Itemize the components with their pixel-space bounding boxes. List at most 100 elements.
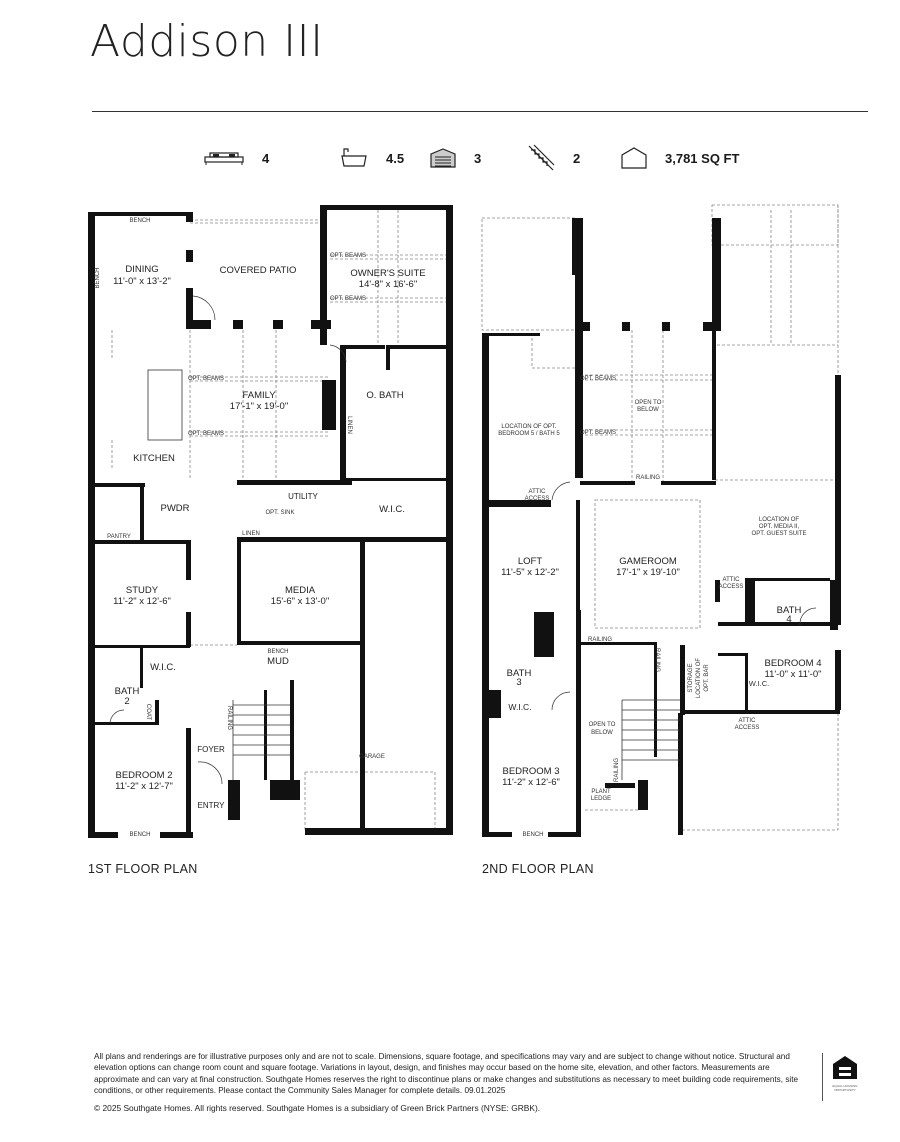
opt-beams-label: OPT. BEAMS <box>188 431 224 437</box>
opt-bedroom-5-line2: BEDROOM 5 / BATH 5 <box>498 431 560 437</box>
garage-value: 3 <box>474 150 482 166</box>
room-utility: UTILITY <box>288 492 318 501</box>
copyright: © 2025 Southgate Homes. All rights reser… <box>94 1103 541 1113</box>
opt-bedroom-5-line1: LOCATION OF OPT. <box>501 424 557 430</box>
room-gameroom-size: 17'-1" x 19'-10" <box>616 567 680 578</box>
storage-label: OPT. BAR <box>704 664 710 692</box>
open-to-below-line2: BELOW <box>637 407 659 413</box>
first-floor-label: 1ST FLOOR PLAN <box>88 862 198 876</box>
room-pantry: PANTRY <box>107 534 131 540</box>
railing-label: RAILING <box>636 475 660 481</box>
room-wic-3: W.I.C. <box>508 702 531 712</box>
room-powder: PWDR <box>160 503 189 514</box>
room-gameroom: GAMEROOM <box>619 556 677 567</box>
railing-label: RAILING <box>654 648 660 672</box>
opt-beams-label: OPT. BEAMS <box>330 296 366 302</box>
room-media-size: 15'-6" x 13'-0" <box>271 596 329 607</box>
stairs-icon <box>528 144 555 171</box>
room-bath-3-num: 3 <box>516 677 521 688</box>
opt-media-2-line2: OPT. MEDIA II, <box>759 524 800 530</box>
room-loft-size: 11'-5" x 12'-2" <box>501 567 559 578</box>
room-study: STUDY <box>126 585 159 596</box>
sqft-value: 3,781 SQ FT <box>665 150 740 166</box>
attic-access-label: ATTIC <box>739 718 757 724</box>
disclaimer: All plans and renderings are for illustr… <box>94 1052 799 1095</box>
room-wic-4: W.I.C. <box>749 679 769 688</box>
divider <box>92 111 868 112</box>
room-bedroom-3: BEDROOM 3 <box>502 766 559 777</box>
equal-housing-logo: EQUAL HOUSING OPPORTUNITY <box>833 1056 858 1092</box>
second-floor-label: 2ND FLOOR PLAN <box>482 862 594 876</box>
room-dining: DINING <box>125 264 158 275</box>
bench-label: BENCH <box>522 832 543 838</box>
opt-media-2-line1: LOCATION OF <box>759 517 800 523</box>
room-owners-suite-size: 14'-8" x 16'-6" <box>359 279 417 290</box>
coat-label: COAT <box>145 704 151 721</box>
room-owner-bath: O. BATH <box>366 390 403 401</box>
room-bedroom-4: BEDROOM 4 <box>764 658 821 669</box>
room-bath-4: BATH <box>777 605 802 616</box>
bench-label: BENCH <box>129 218 150 224</box>
open-to-below-line1: OPEN TO <box>635 400 662 406</box>
room-foyer: FOYER <box>197 745 225 754</box>
first-floor-plan: BENCH BENCH DINING 11'-0" x 13'-2" COVER… <box>88 205 453 838</box>
room-entry: ENTRY <box>198 801 226 810</box>
svg-text:OPPORTUNITY: OPPORTUNITY <box>834 1088 856 1092</box>
opt-sink-label: OPT. SINK <box>265 510 294 516</box>
bench-label: BENCH <box>129 832 150 838</box>
opt-beams-label: OPT. BEAMS <box>188 376 224 382</box>
plant-ledge-label: PLANT <box>591 789 611 795</box>
bathtub-icon <box>341 148 367 167</box>
room-garage: GARAGE <box>359 754 385 760</box>
stats-row: 4 4.5 3 2 3,781 SQ FT <box>0 144 900 172</box>
stories-value: 2 <box>573 150 581 166</box>
room-covered-patio: COVERED PATIO <box>220 265 297 276</box>
room-bedroom-4-size: 11'-0" x 11'-0" <box>764 669 821 680</box>
opt-beams-label: OPT. BEAMS <box>580 430 616 436</box>
bench-label: BENCH <box>95 267 101 288</box>
room-bath-4-num: 4 <box>786 614 791 625</box>
room-bedroom-3-size: 11'-2" x 12'-6" <box>502 777 560 788</box>
stat-baths: 4.5 <box>340 148 404 168</box>
stat-garage: 3 <box>430 148 481 168</box>
bedrooms-value: 4 <box>262 150 270 166</box>
plan-title: Addison III <box>90 16 324 67</box>
stat-sqft: 3,781 SQ FT <box>621 147 739 169</box>
opt-media-2-line3: OPT. GUEST SUITE <box>752 531 807 537</box>
garage-icon <box>430 148 456 168</box>
room-family-size: 17'-1" x 19'-0" <box>230 401 288 412</box>
room-bedroom-2: BEDROOM 2 <box>115 770 172 781</box>
room-bath-2-num: 2 <box>124 696 129 707</box>
attic-access-label: ACCESS <box>525 496 550 502</box>
house-icon <box>621 147 647 169</box>
attic-access-label: ACCESS <box>735 725 760 731</box>
opt-beams-label: OPT. BEAMS <box>330 253 366 259</box>
room-dining-size: 11'-0" x 13'-2" <box>113 276 171 287</box>
railing-label: RAILING <box>226 706 232 730</box>
attic-access-label: ACCESS <box>719 584 744 590</box>
room-bath-2: BATH <box>115 686 140 697</box>
attic-access-label: ATTIC <box>723 577 741 583</box>
railing-label: RAILING <box>614 758 620 782</box>
room-family: FAMILY <box>242 390 276 401</box>
baths-value: 4.5 <box>386 150 405 166</box>
room-owners-suite: OWNER'S SUITE <box>350 268 425 279</box>
railing-label: RAILING <box>588 637 612 643</box>
logo-text: EQUAL HOUSING <box>833 1084 858 1088</box>
open-to-below-line2: BELOW <box>591 730 613 736</box>
attic-access-label: ATTIC <box>529 489 547 495</box>
plant-ledge-label: LEDGE <box>591 796 611 802</box>
storage-label: STORAGE <box>688 663 694 692</box>
opt-beams-label: OPT. BEAMS <box>580 376 616 382</box>
room-wic: W.I.C. <box>379 504 405 515</box>
floor-plans: BENCH BENCH DINING 11'-0" x 13'-2" COVER… <box>88 204 841 838</box>
room-loft: LOFT <box>518 556 542 567</box>
room-bath-3: BATH <box>507 668 532 679</box>
room-bedroom-2-size: 11'-2" x 12'-7" <box>115 781 173 792</box>
bench-label: BENCH <box>267 649 288 655</box>
room-media: MEDIA <box>285 585 316 596</box>
stat-stories: 2 <box>527 144 580 172</box>
open-to-below-line1: OPEN TO <box>589 722 616 728</box>
stat-bedrooms: 4 <box>204 150 269 166</box>
bed-icon <box>204 152 244 165</box>
